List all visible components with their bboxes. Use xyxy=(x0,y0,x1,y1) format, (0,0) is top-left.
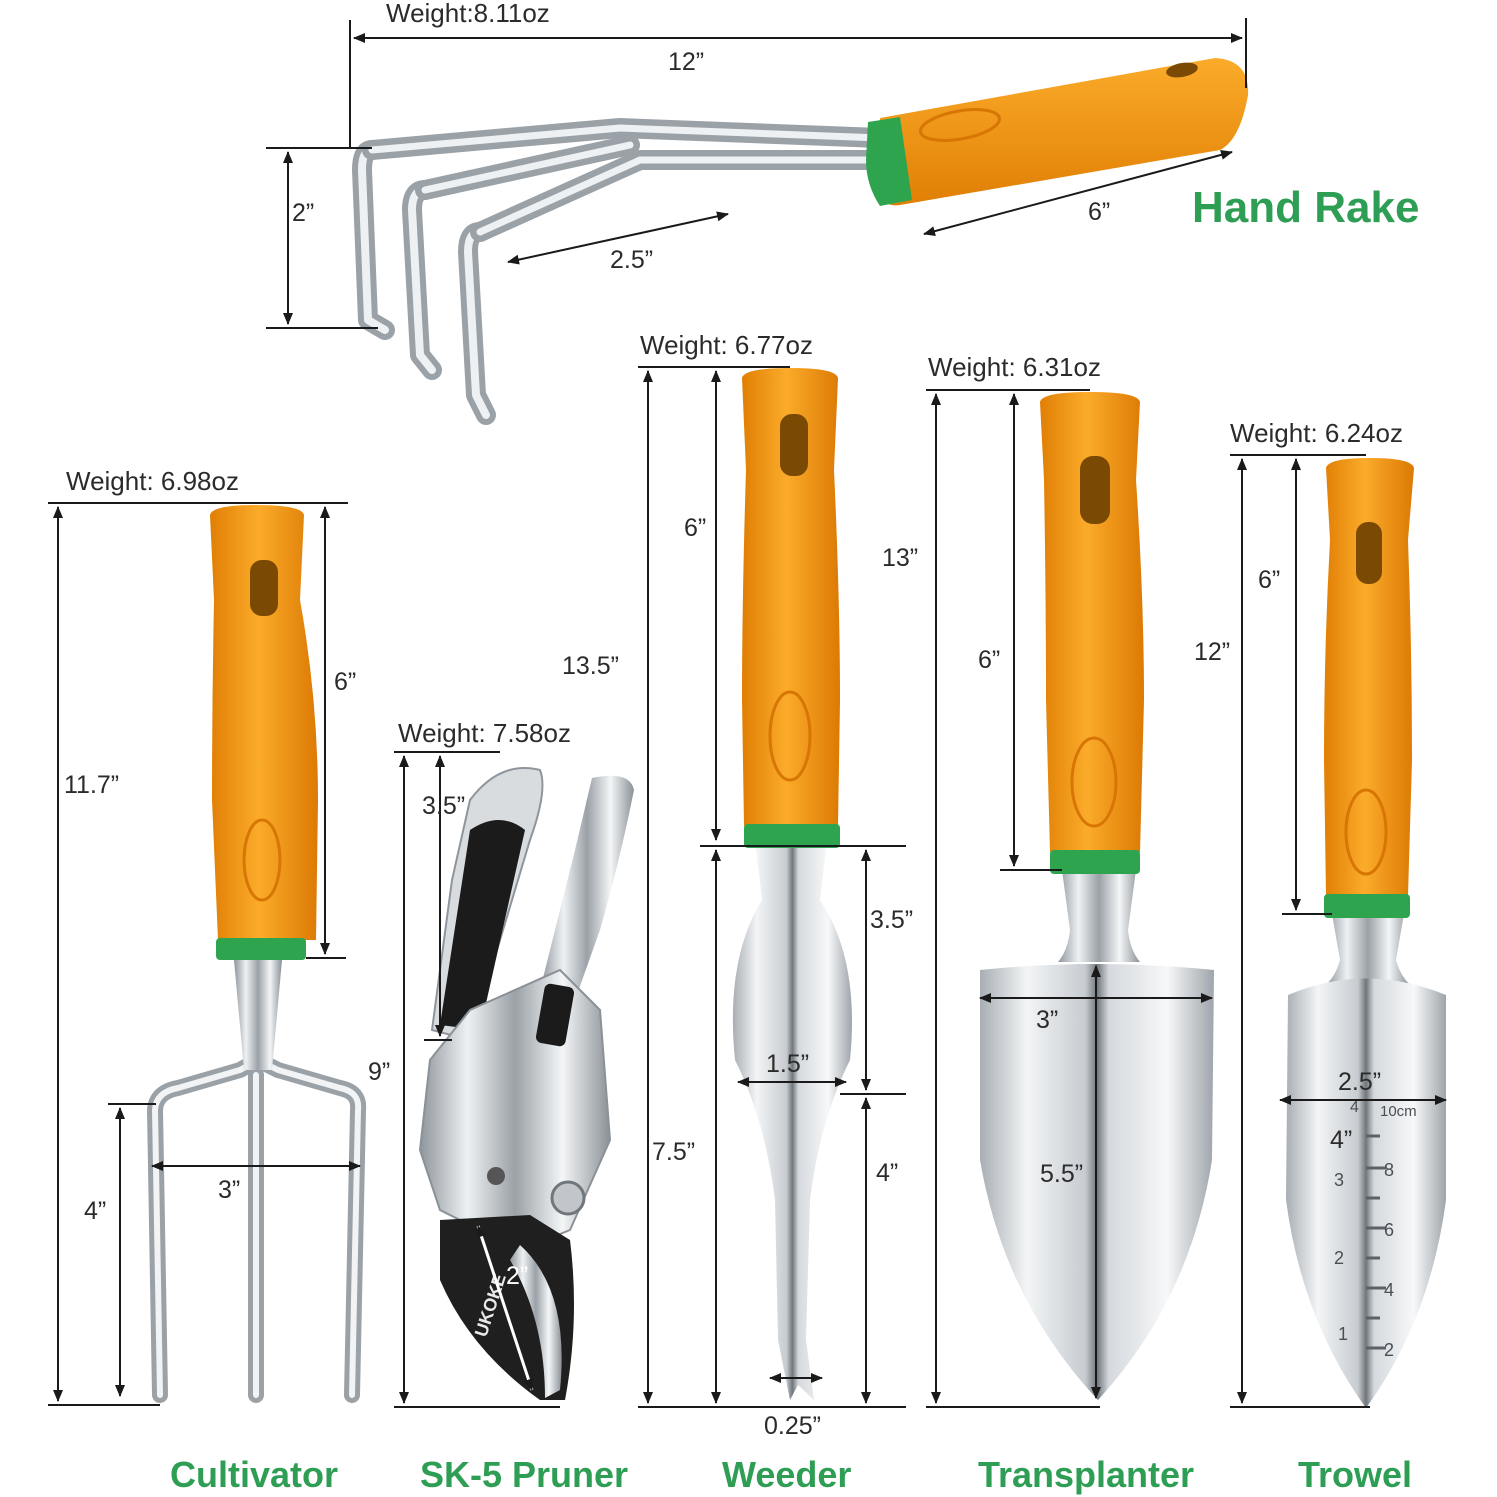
transplanter-hang-hole-icon xyxy=(1080,456,1110,524)
pruner-grip-label: 3.5” xyxy=(422,792,465,820)
transplanter-name: Transplanter xyxy=(978,1454,1194,1495)
cultivator-grip-logo-icon xyxy=(242,818,282,902)
transplanter-blade-label: 5.5” xyxy=(1040,1160,1083,1188)
weeder-hang-hole-icon xyxy=(780,414,808,476)
weeder-shaft-icon xyxy=(732,848,852,1400)
transplanter-width-label: 3” xyxy=(1036,1006,1058,1034)
rake-name: Hand Rake xyxy=(1192,183,1419,232)
rake-handle-label: 6” xyxy=(1088,198,1110,226)
weeder xyxy=(732,368,852,1400)
weeder-handle-label: 6” xyxy=(684,514,706,542)
cultivator-dimensions xyxy=(48,502,361,1406)
trowel-hang-hole-icon xyxy=(1356,522,1382,584)
transplanter-band-icon xyxy=(1050,850,1140,874)
weeder-weight: Weight: 6.77oz xyxy=(640,330,813,360)
trowel-neck-icon xyxy=(1326,914,1410,985)
cultivator-fork-icon xyxy=(147,1052,367,1403)
trowel-handle-label: 6” xyxy=(1258,566,1280,594)
rake-dimensions xyxy=(266,18,1247,329)
cultivator-total-label: 11.7” xyxy=(64,771,119,799)
pruner-pivot-icon xyxy=(550,1180,586,1216)
cultivator xyxy=(147,505,367,1403)
weeder-dimensions xyxy=(638,366,906,1408)
trowel-scale-in-4: 4 xyxy=(1350,1099,1359,1116)
weeder-width-label: 1.5” xyxy=(766,1050,809,1078)
weeder-lower-label: 4” xyxy=(876,1159,898,1187)
trowel-weight: Weight: 6.24oz xyxy=(1230,418,1403,448)
cultivator-band-icon xyxy=(216,938,306,960)
trowel-scale-cm-2: 2 xyxy=(1384,1340,1394,1360)
pruner-dimensions xyxy=(394,751,560,1408)
transplanter-neck-icon xyxy=(1058,870,1140,962)
weeder-shaft-label: 7.5” xyxy=(652,1138,695,1166)
rake-band-icon xyxy=(866,117,912,206)
cultivator-tine-label: 4” xyxy=(84,1197,106,1225)
rake-grip-logo-icon xyxy=(919,108,1001,142)
pruner-bolt-icon xyxy=(487,1167,505,1185)
transplanter-grip-logo-icon xyxy=(1070,736,1118,828)
pruner-total-label: 9” xyxy=(368,1058,390,1086)
transplanter-dimensions xyxy=(926,389,1213,1408)
pruner-upper-handle-icon xyxy=(540,775,634,1000)
trowel-scale-cm-10: 10cm xyxy=(1380,1103,1417,1120)
weeder-grip-logo-icon xyxy=(768,690,812,782)
weeder-band-icon xyxy=(744,824,840,848)
rake-weight: Weight:8.11oz xyxy=(386,0,550,28)
trowel-name: Trowel xyxy=(1298,1454,1412,1495)
trowel-depth-label: 4” xyxy=(1330,1126,1352,1154)
rake-tines-icon xyxy=(352,118,890,425)
hand-rake xyxy=(352,58,1249,425)
pruner-name: SK-5 Pruner xyxy=(420,1454,628,1495)
transplanter-handle-label: 6” xyxy=(978,646,1000,674)
cultivator-weight: Weight: 6.98oz xyxy=(66,466,239,496)
pruner-blade-label: 2” xyxy=(506,1262,528,1290)
rake-length-label: 12” xyxy=(668,48,704,76)
weeder-total-label: 13.5” xyxy=(562,652,619,680)
trowel: 10cm 8 6 4 2 4 3 2 1 xyxy=(1286,458,1446,1408)
trowel-scale-cm-8: 8 xyxy=(1384,1160,1394,1180)
weeder-upper-label: 3.5” xyxy=(870,906,913,934)
rake-tine-label: 2.5” xyxy=(610,246,653,274)
cultivator-handle-icon xyxy=(210,505,318,940)
transplanter-total-label: 13” xyxy=(882,544,918,572)
trowel-handle-icon xyxy=(1324,458,1414,896)
transplanter-weight: Weight: 6.31oz xyxy=(928,352,1101,382)
trowel-scale-cm-6: 6 xyxy=(1384,1220,1394,1240)
trowel-scale-in-2: 2 xyxy=(1334,1248,1344,1268)
rake-hang-hole-icon xyxy=(1166,62,1198,78)
cultivator-width-label: 3” xyxy=(218,1176,240,1204)
trowel-scale-in-3: 3 xyxy=(1334,1170,1344,1190)
trowel-dimensions xyxy=(1230,454,1447,1408)
pruner-weight: Weight: 7.58oz xyxy=(398,718,571,748)
pruner-lock-icon xyxy=(535,983,575,1047)
trowel-scale-in-1: 1 xyxy=(1338,1324,1348,1344)
pruner: UKOKE xyxy=(418,767,634,1400)
cultivator-neck-icon xyxy=(234,960,282,1070)
trowel-measure-scale xyxy=(1366,1134,1386,1350)
trowel-width-label: 2.5” xyxy=(1338,1068,1381,1096)
cultivator-handle-label: 6” xyxy=(334,668,356,696)
trowel-blade-icon xyxy=(1286,978,1446,1408)
trowel-total-label: 12” xyxy=(1194,638,1230,666)
weeder-tip-label: 0.25” xyxy=(764,1412,821,1440)
trowel-scale-cm-4: 4 xyxy=(1384,1280,1394,1300)
weeder-handle-icon xyxy=(742,368,840,826)
rake-head-width-label: 2” xyxy=(292,199,314,227)
trowel-band-icon xyxy=(1324,894,1410,918)
weeder-name: Weeder xyxy=(722,1454,851,1495)
cultivator-name: Cultivator xyxy=(170,1454,338,1495)
pruner-rubber-grip-icon xyxy=(440,820,525,1030)
pruner-blade-dimension xyxy=(476,1225,534,1391)
cultivator-hang-hole-icon xyxy=(250,560,278,616)
transplanter-handle-icon xyxy=(1040,392,1144,852)
trowel-grip-logo-icon xyxy=(1344,788,1388,876)
